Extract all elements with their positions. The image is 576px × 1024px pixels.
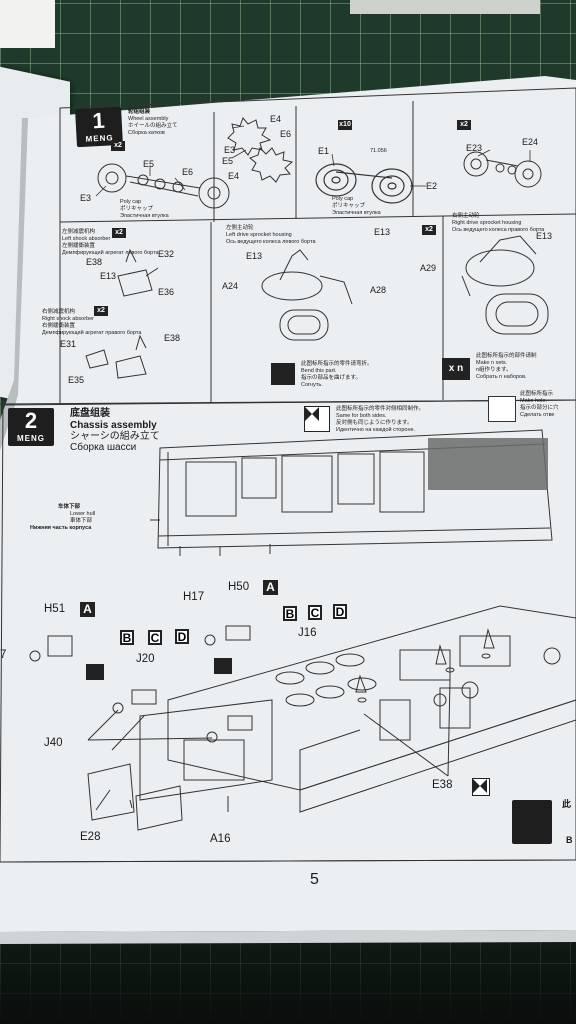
top-object xyxy=(350,0,540,14)
corner-card xyxy=(0,0,55,48)
booklet-left-page xyxy=(0,58,70,412)
